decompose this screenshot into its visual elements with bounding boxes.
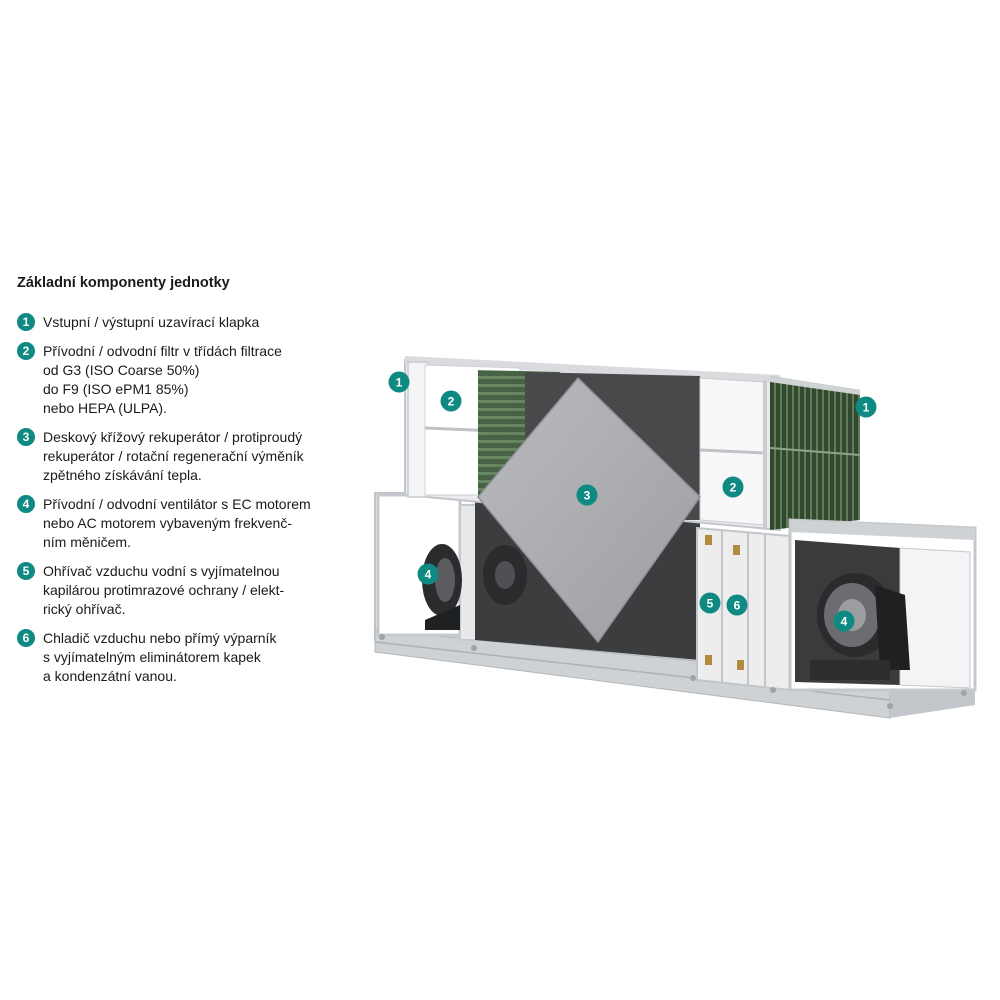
legend-description-line: Chladič vzduchu nebo přímý výparník — [43, 630, 277, 646]
svg-text:1: 1 — [396, 376, 403, 390]
badge-fan-left: 4 — [417, 563, 439, 585]
legend-number-badge: 5 — [17, 562, 35, 580]
legend-item: 4 Přívodní / odvodní ventilátor s EC moto… — [17, 495, 337, 552]
legend-description-line: ním měničem. — [43, 534, 131, 550]
legend-description-line: kapilárou protimrazové ochrany / elekt- — [43, 582, 285, 598]
legend-number-badge: 2 — [17, 342, 35, 360]
fan-left — [422, 544, 527, 630]
badge-damper-left: 1 — [388, 371, 410, 393]
legend-description-line: Vstupní / výstupní uzavírací klapka — [43, 314, 260, 330]
legend-description-line: do F9 (ISO ePM1 85%) — [43, 381, 189, 397]
badge-heater: 5 — [699, 592, 721, 614]
legend-number-badge: 1 — [17, 313, 35, 331]
badge-damper-right: 1 — [855, 396, 877, 418]
badge-filter-right: 2 — [722, 476, 744, 498]
legend-description-line: Ohřívač vzduchu vodní s vyjímatelnou — [43, 563, 280, 579]
legend-description-line: nebo AC motorem vybaveným frekvenč- — [43, 515, 292, 531]
svg-text:5: 5 — [707, 597, 714, 611]
svg-text:4: 4 — [841, 615, 848, 629]
legend-description-line: rekuperátor / rotační regenerační výmění… — [43, 448, 304, 464]
legend-number-badge: 3 — [17, 428, 35, 446]
legend-description-line: Přívodní / odvodní ventilátor s EC motor… — [43, 496, 311, 512]
callout-badges: 1 2 2 1 3 4 5 6 — [388, 371, 877, 632]
svg-text:2: 2 — [448, 395, 455, 409]
legend-description: Chladič vzduchu nebo přímý výparník s vyj… — [43, 629, 276, 686]
svg-text:1: 1 — [863, 401, 870, 415]
legend-number-badge: 4 — [17, 495, 35, 513]
legend-description: Přívodní / odvodní ventilátor s EC motor… — [43, 495, 311, 552]
legend-item: 1 Vstupní / výstupní uzavírací klapka — [17, 313, 337, 332]
svg-text:6: 6 — [734, 599, 741, 613]
legend-description-line: Deskový křížový rekuperátor / protiproud… — [43, 429, 303, 445]
legend-description: Deskový křížový rekuperátor / protiproud… — [43, 428, 304, 485]
legend-description-line: nebo HEPA (ULPA). — [43, 400, 167, 416]
legend-description: Ohřívač vzduchu vodní s vyjímatelnou kapi… — [43, 562, 284, 619]
legend-item: 5 Ohřívač vzduchu vodní s vyjímatelnou kap… — [17, 562, 337, 619]
legend-description-line: Přívodní / odvodní filtr v třídách filtr… — [43, 343, 282, 359]
svg-text:2: 2 — [730, 481, 737, 495]
legend-description-line: zpětného získávání tepla. — [43, 467, 202, 483]
legend-description: Přívodní / odvodní filtr v třídách filtr… — [43, 342, 282, 418]
heat-exchanger — [477, 376, 701, 644]
legend-item: 3 Deskový křížový rekuperátor / protiprou… — [17, 428, 337, 485]
legend-number-badge: 6 — [17, 629, 35, 647]
legend-item: 6 Chladič vzduchu nebo přímý výparník s vy… — [17, 629, 337, 686]
component-legend: Základní komponenty jednotky 1 Vstupní / … — [17, 274, 337, 696]
svg-text:4: 4 — [425, 568, 432, 582]
legend-description: Vstupní / výstupní uzavírací klapka — [43, 313, 259, 332]
right-fan-section — [788, 518, 977, 692]
legend-item: 2 Přívodní / odvodní filtr v třídách filt… — [17, 342, 337, 418]
fan-right — [810, 573, 910, 680]
badge-cooler: 6 — [726, 594, 748, 616]
base-feet — [379, 634, 967, 709]
badge-filter-left: 2 — [440, 390, 462, 412]
legend-title: Základní komponenty jednotky — [17, 275, 230, 291]
badge-fan-right: 4 — [833, 610, 855, 632]
badge-heat-exchanger: 3 — [576, 484, 598, 506]
legend-description-line: rický ohřívač. — [43, 601, 126, 617]
legend-description-line: s vyjímatelným eliminátorem kapek — [43, 649, 261, 665]
legend-description-line: od G3 (ISO Coarse 50%) — [43, 362, 200, 378]
legend-description-line: a kondenzátní vanou. — [43, 668, 177, 684]
right-filter-damper — [763, 376, 861, 530]
svg-text:3: 3 — [584, 489, 591, 503]
